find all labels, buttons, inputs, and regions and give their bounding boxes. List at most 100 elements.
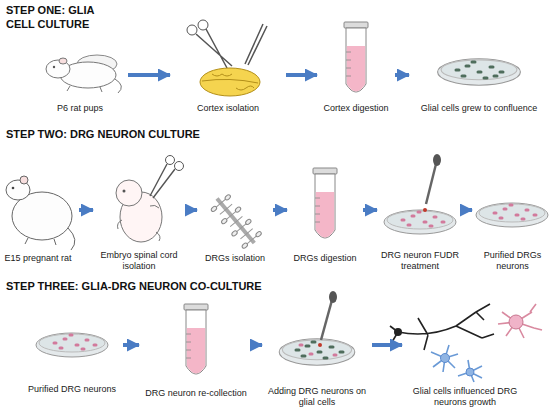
dropper-bulb — [433, 154, 441, 166]
astrocyte-processes — [431, 345, 482, 382]
stage-node: P6 rat pups — [35, 20, 125, 118]
ganglion — [234, 206, 241, 213]
stage-node: Purified DRGs neurons — [475, 150, 550, 272]
scissors-handle — [187, 25, 197, 35]
embryo-head — [116, 180, 142, 206]
stage-node: Adding DRG neurons on glial cells — [265, 296, 369, 410]
stage-node: Cortex digestion — [320, 20, 392, 118]
scissors-handle — [166, 156, 175, 165]
pregnant-rat-tail — [68, 228, 75, 250]
flow-arrow — [128, 73, 170, 77]
stage-caption: DRGs isolation — [200, 253, 270, 264]
rat-pup-legs — [67, 86, 102, 92]
flow-arrow — [395, 73, 409, 77]
ganglion — [221, 218, 228, 225]
flow-arrow — [463, 208, 472, 212]
stage-node: E15 pregnant rat — [0, 150, 76, 272]
drg-neuron-soma — [394, 328, 402, 336]
flow-arrow — [123, 343, 139, 347]
step-heading: STEP THREE: GLIA-DRG NEURON CO-CULTURE — [6, 280, 366, 294]
culture-dish — [384, 210, 456, 234]
step-heading: STEP TWO: DRG NEURON CULTURE — [6, 128, 326, 142]
stage-caption: DRG neuron re-collection — [142, 388, 250, 399]
pregnant-rat-legs — [25, 238, 56, 245]
stage-caption: Embryo spinal cord isolation — [96, 250, 182, 272]
scissors-handle — [175, 162, 184, 171]
culture-dish — [36, 333, 108, 357]
ganglion — [224, 194, 231, 201]
rat-pup-tail — [115, 79, 121, 93]
astrocyte — [466, 368, 474, 376]
embryo-eye — [123, 190, 126, 193]
culture-dish — [279, 339, 355, 365]
drg-neurons — [54, 335, 96, 349]
dropper — [426, 164, 436, 204]
stage-caption: P6 rat pups — [35, 103, 125, 114]
forceps — [245, 24, 267, 65]
centrifuge-tube — [344, 22, 368, 92]
flow-arrow — [286, 73, 317, 77]
drg-neurons — [494, 205, 536, 219]
stage-caption: Glial cells grew to confluence — [412, 103, 546, 114]
centrifuge-tube — [184, 304, 208, 374]
stage-node: Purified DRG neurons — [24, 296, 120, 410]
glial-cell — [509, 315, 523, 329]
stage-caption: DRG neuron FUDR treatment — [380, 250, 460, 272]
stage-caption: Cortex isolation — [173, 103, 283, 114]
drop — [423, 208, 427, 212]
drop — [318, 343, 322, 347]
ganglion — [241, 242, 248, 249]
culture-dish — [438, 59, 521, 85]
brain-folds — [202, 74, 258, 90]
brain-cortex — [200, 68, 260, 96]
stage-caption: Purified DRG neurons — [24, 384, 120, 395]
stage-caption: DRGs digestion — [290, 253, 360, 264]
flow-arrow — [273, 208, 287, 212]
ganglion — [231, 230, 238, 237]
drg-chain — [208, 191, 264, 251]
scissors-blades — [150, 164, 175, 198]
glial-cells — [296, 342, 343, 358]
nerve-roots — [215, 198, 258, 245]
stage-caption: Cortex digestion — [320, 103, 392, 114]
stage-node: Cortex isolation — [173, 20, 283, 118]
culture-dish — [476, 203, 548, 227]
flow-arrow — [372, 343, 402, 347]
drg-neurons — [300, 345, 336, 355]
stage-caption: Glial cells influenced DRG neurons growt… — [405, 386, 525, 408]
flow-arrow — [185, 208, 197, 212]
drg-neurons — [402, 212, 444, 226]
scissors-handle — [198, 20, 208, 30]
stage-node: DRG neuron re-collection — [142, 296, 250, 410]
glial-cell-processes — [498, 304, 542, 338]
ganglion — [245, 218, 252, 225]
dropper — [321, 300, 332, 340]
glial-cells — [456, 62, 503, 78]
stage-node: Glial cells influenced DRG neurons growt… — [405, 296, 525, 410]
stage-node: DRG neuron FUDR treatment — [380, 150, 460, 272]
stage-node: Glial cells grew to confluence — [412, 20, 546, 118]
ganglion — [255, 231, 262, 238]
stage-caption: E15 pregnant rat — [0, 253, 76, 264]
pregnant-rat-eye — [12, 187, 15, 190]
drg-neuron-axon — [390, 304, 494, 350]
flow-arrow — [79, 208, 93, 212]
scissors-blades — [196, 29, 232, 68]
embryo-limbs — [118, 205, 161, 241]
astrocyte — [441, 354, 450, 363]
centrifuge-tube — [313, 168, 337, 238]
dropper-bulb — [329, 291, 337, 303]
flow-arrow — [363, 208, 377, 212]
stage-node: DRGs digestion — [290, 150, 360, 272]
step-heading: STEP ONE: GLIA CELL CULTURE — [6, 4, 118, 32]
stage-node: DRGs isolation — [200, 150, 270, 272]
flow-arrow — [253, 343, 262, 347]
stage-caption: Adding DRG neurons on glial cells — [265, 386, 369, 408]
ganglion — [210, 205, 217, 212]
spinal-cord — [217, 199, 254, 243]
rat-pup-eye — [53, 66, 55, 68]
rat-pup-ear — [59, 58, 67, 64]
